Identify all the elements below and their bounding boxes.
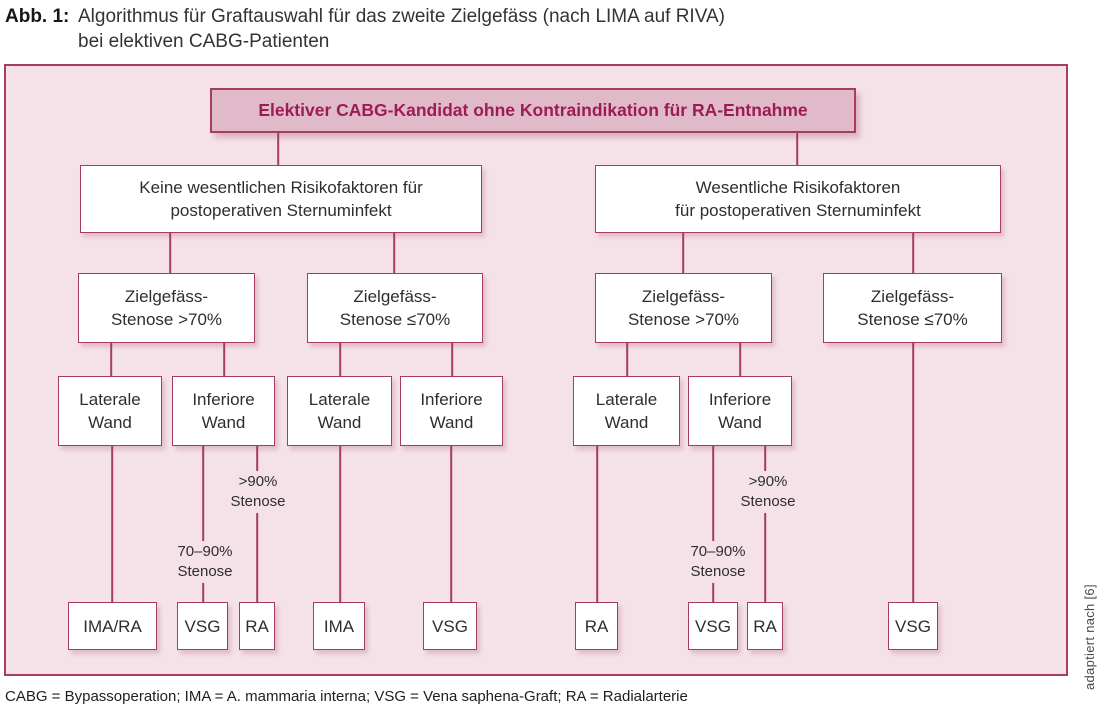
node-inferior-wall-1: Inferiore Wand (172, 376, 275, 446)
leaf-ima-ra: IMA/RA (68, 602, 157, 650)
node-text-line1: Keine wesentlichen Risikofaktoren für (139, 178, 423, 197)
node-lateral-wall-2: Laterale Wand (287, 376, 392, 446)
connector (596, 446, 598, 602)
node-text: Elektiver CABG-Kandidat ohne Kontraindik… (258, 100, 808, 120)
node-text-line2: Stenose ≤70% (339, 310, 451, 329)
connector-le70-vsg (912, 343, 914, 602)
node-text-line2: Wand (88, 413, 132, 432)
leaf-ra-2: RA (575, 602, 618, 650)
node-text-line2: Wand (604, 413, 649, 432)
node-text-line2: Stenose >70% (110, 310, 223, 329)
leaf-ima: IMA (313, 602, 365, 650)
connector (339, 343, 341, 376)
source-credit: adaptiert nach [6] (1082, 584, 1097, 690)
annotation-gt90-right: >90% Stenose (736, 471, 800, 513)
connector (256, 446, 258, 602)
connector-root-left (277, 133, 279, 165)
node-inferior-wall-2: Inferiore Wand (400, 376, 503, 446)
node-risk-factors: Wesentliche Risikofaktoren für postopera… (595, 165, 1001, 233)
connector (451, 343, 453, 376)
connector (912, 233, 914, 273)
annotation-gt90-left: >90% Stenose (226, 471, 290, 513)
node-lateral-wall-3: Laterale Wand (573, 376, 680, 446)
connector-root-right (796, 133, 798, 165)
annotation-line2: Stenose (230, 493, 286, 510)
node-text: RA (245, 616, 269, 636)
node-text-line1: Zielgefäss- (641, 287, 726, 306)
connector (339, 446, 341, 602)
connector (739, 343, 741, 376)
node-root-cabg-candidate: Elektiver CABG-Kandidat ohne Kontraindik… (210, 88, 856, 133)
node-text-line2: postoperativen Sternuminfekt (170, 201, 392, 220)
annotation-line2: Stenose (690, 563, 746, 580)
annotation-line1: 70–90% (690, 543, 746, 560)
connector (712, 446, 714, 602)
leaf-vsg-4: VSG (888, 602, 938, 650)
node-text-line1: Laterale (308, 390, 371, 409)
node-inferior-wall-3: Inferiore Wand (688, 376, 792, 446)
node-text: VSG (184, 616, 221, 636)
connector (169, 233, 171, 273)
leaf-ra-1: RA (239, 602, 275, 650)
node-left-stenosis-le70: Zielgefäss- Stenose ≤70% (307, 273, 483, 343)
connector (626, 343, 628, 376)
annotation-line2: Stenose (740, 493, 796, 510)
connector (393, 233, 395, 273)
abbreviation-legend: CABG = Bypassoperation; IMA = A. mammari… (5, 688, 688, 705)
node-text-line1: Wesentliche Risikofaktoren (695, 178, 901, 197)
leaf-vsg-3: VSG (688, 602, 738, 650)
connector (450, 446, 452, 602)
annotation-line1: >90% (238, 473, 278, 490)
leaf-vsg-2: VSG (423, 602, 477, 650)
node-right-stenosis-gt70: Zielgefäss- Stenose >70% (595, 273, 772, 343)
figure-title-line1: Algorithmus für Graftauswahl für das zwe… (78, 6, 725, 27)
annotation-line2: Stenose (177, 563, 233, 580)
connector (682, 233, 684, 273)
node-text-line1: Laterale (595, 390, 658, 409)
annotation-70-90-left: 70–90% Stenose (173, 541, 237, 583)
node-text: VSG (895, 616, 931, 636)
node-text: RA (584, 616, 609, 636)
annotation-70-90-right: 70–90% Stenose (686, 541, 750, 583)
connector (764, 446, 766, 602)
node-text-line2: Wand (317, 413, 362, 432)
node-text-line1: Zielgefäss- (353, 287, 437, 306)
annotation-line1: >90% (748, 473, 788, 490)
node-right-stenosis-le70: Zielgefäss- Stenose ≤70% (823, 273, 1002, 343)
node-text: VSG (695, 616, 731, 636)
leaf-vsg-1: VSG (177, 602, 228, 650)
node-text-line1: Zielgefäss- (124, 287, 209, 306)
node-text-line2: Wand (718, 413, 762, 432)
node-text: IMA (323, 616, 355, 636)
connector (111, 446, 113, 602)
connector (110, 343, 112, 376)
node-text-line1: Inferiore (192, 390, 255, 409)
node-lateral-wall-1: Laterale Wand (58, 376, 162, 446)
leaf-ra-3: RA (747, 602, 783, 650)
node-text-line1: Inferiore (420, 390, 483, 409)
node-text: RA (753, 616, 777, 636)
node-text-line2: Stenose >70% (627, 310, 740, 329)
node-text-line2: für postoperativen Sternuminfekt (675, 201, 921, 220)
node-text: VSG (432, 616, 468, 636)
node-text-line1: Laterale (79, 390, 141, 409)
node-no-risk-factors: Keine wesentlichen Risikofaktoren für po… (80, 165, 482, 233)
connector (223, 343, 225, 376)
node-text-line2: Wand (201, 413, 246, 432)
node-text: IMA/RA (83, 616, 142, 636)
figure-label: Abb. 1: (5, 6, 70, 27)
figure-title-line2: bei elektiven CABG-Patienten (78, 31, 330, 52)
node-text-line1: Zielgefäss- (870, 287, 955, 306)
node-left-stenosis-gt70: Zielgefäss- Stenose >70% (78, 273, 255, 343)
node-text-line2: Wand (429, 413, 474, 432)
annotation-line1: 70–90% (177, 543, 233, 560)
node-text-line1: Inferiore (708, 390, 772, 409)
node-text-line2: Stenose ≤70% (857, 310, 968, 329)
connector (202, 446, 204, 602)
